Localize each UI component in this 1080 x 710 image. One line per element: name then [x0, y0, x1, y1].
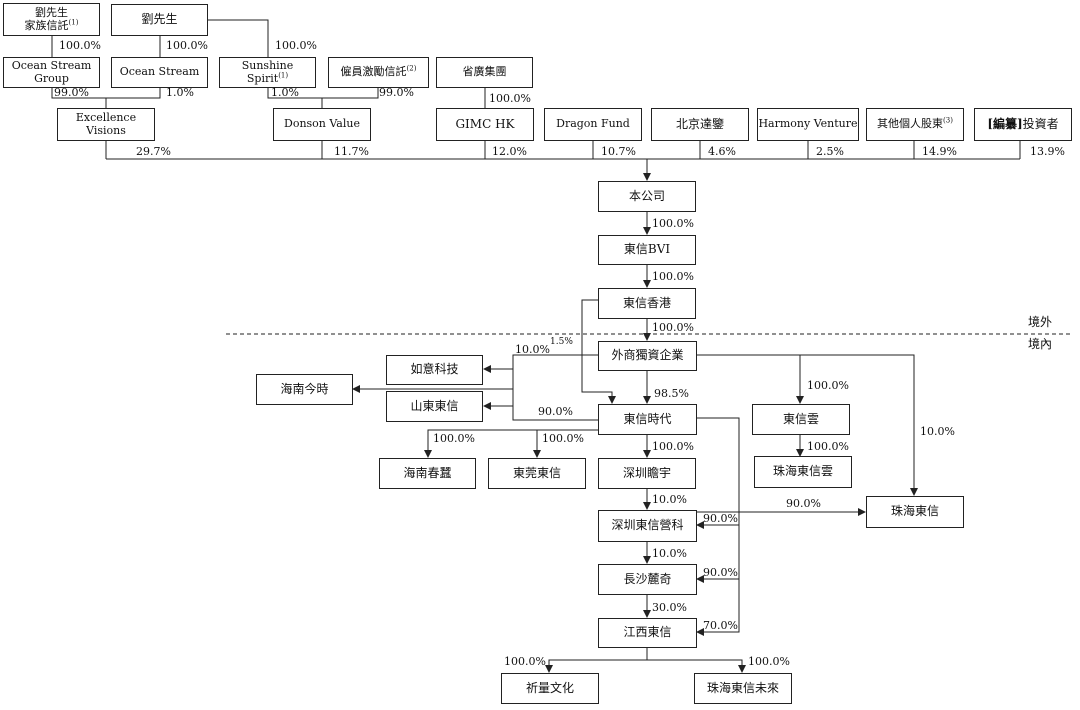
pct-times-to-liqi: 90.0%: [703, 566, 738, 579]
node-gdgc-group: 省廣集團: [436, 57, 533, 88]
node-dongguan-donson: 東莞東信: [488, 458, 586, 489]
node-harmony-venture: Harmony Venture: [757, 108, 859, 141]
pct-times-to-chuncan: 100.0%: [433, 432, 475, 445]
node-shenzhen-donson-yingke: 深圳東信營科: [598, 510, 697, 542]
pct-harmony-to-company: 2.5%: [816, 145, 844, 158]
node-donson-cloud: 東信雲: [752, 404, 850, 435]
pct-times-to-shandong: 90.0%: [538, 405, 573, 418]
pct-times-to-jiangxi: 70.0%: [703, 619, 738, 632]
pct-jiangxi-to-future: 100.0%: [748, 655, 790, 668]
node-zhuhai-donson: 珠海東信: [866, 496, 964, 528]
pct-zhanyu-to-yingke: 10.0%: [652, 493, 687, 506]
pct-hk-to-times: 1.5%: [550, 337, 573, 347]
pct-liu-to-sunshine: 100.0%: [275, 39, 317, 52]
node-shandong-donson: 山東東信: [386, 391, 483, 422]
pct-jiangxi-to-qiliang: 100.0%: [504, 655, 546, 668]
pct-bvi-to-hk: 100.0%: [652, 270, 694, 283]
node-liu-family-trust: 劉先生 家族信託(1): [3, 3, 100, 36]
node-donson-value: Donson Value: [273, 108, 371, 141]
pct-times-to-zhanyu: 100.0%: [652, 440, 694, 453]
zone-onshore-label: 境內: [1028, 337, 1053, 351]
pct-esop-to-dv: 99.0%: [379, 86, 414, 99]
pct-dv-to-company: 11.7%: [334, 145, 369, 158]
node-gimc-hk: GIMC HK: [436, 108, 534, 141]
pct-times-to-yingke: 90.0%: [703, 512, 738, 525]
node-donson-times: 東信時代: [598, 404, 697, 435]
node-changsha-liqi: 長沙麓奇: [598, 564, 697, 595]
node-jiangxi-donson: 江西東信: [598, 618, 697, 648]
node-ruyi-tech: 如意科技: [386, 355, 483, 385]
pct-investors-to-company: 13.9%: [1030, 145, 1065, 158]
pct-osg-to-ev: 99.0%: [54, 86, 89, 99]
node-beijing-dajian: 北京達鑒: [651, 108, 749, 141]
pct-ev-to-company: 29.7%: [136, 145, 171, 158]
node-ocean-stream: Ocean Stream: [111, 57, 208, 88]
pct-wfoe-to-zhuhai: 10.0%: [920, 425, 955, 438]
pct-hk-to-wfoe: 100.0%: [652, 321, 694, 334]
pct-dragon-to-company: 10.7%: [601, 145, 636, 158]
pct-gimc-to-company: 12.0%: [492, 145, 527, 158]
pct-others-to-company: 14.9%: [922, 145, 957, 158]
pct-sunshine-to-dv: 1.0%: [271, 86, 299, 99]
node-sunshine-spirit: Sunshine Spirit(1): [219, 57, 316, 88]
node-dragon-fund: Dragon Fund: [544, 108, 642, 141]
pct-yingke-to-zhuhai: 90.0%: [786, 497, 821, 510]
pct-company-to-bvi: 100.0%: [652, 217, 694, 230]
node-ocean-stream-group: Ocean Stream Group: [3, 57, 100, 88]
node-zhuhai-donson-future: 珠海東信未來: [694, 673, 792, 704]
pct-beijing-to-company: 4.6%: [708, 145, 736, 158]
node-company: 本公司: [598, 181, 696, 212]
node-redacted-investors: [編纂]投資者: [974, 108, 1072, 141]
pct-family-to-osg: 100.0%: [59, 39, 101, 52]
node-donson-hk: 東信香港: [598, 288, 696, 319]
node-esop-trust: 僱員激勵信託(2): [328, 57, 429, 88]
pct-gdgc-to-gimc: 100.0%: [489, 92, 531, 105]
pct-os-to-ev: 1.0%: [166, 86, 194, 99]
pct-wfoe-to-cloud: 100.0%: [807, 379, 849, 392]
node-wfoe: 外商獨資企業: [598, 341, 697, 371]
pct-yingke-to-liqi: 10.0%: [652, 547, 687, 560]
node-hainan-chuncan: 海南春蠶: [379, 458, 476, 489]
node-hainan-jinshi: 海南今時: [256, 374, 353, 405]
node-shenzhen-zhanyu: 深圳瞻宇: [598, 458, 696, 489]
pct-liu-to-os: 100.0%: [166, 39, 208, 52]
node-qiliang-culture: 祈量文化: [501, 673, 599, 704]
pct-wfoe-to-ruyi: 10.0%: [515, 343, 550, 356]
pct-cloud-to-zhuhai-cloud: 100.0%: [807, 440, 849, 453]
pct-wfoe-to-times: 98.5%: [654, 387, 689, 400]
node-zhuhai-donson-cloud: 珠海東信雲: [754, 456, 852, 488]
zone-offshore-label: 境外: [1028, 315, 1053, 329]
node-excellence-visions: Excellence Visions: [57, 108, 155, 141]
pct-times-to-dongguan: 100.0%: [542, 432, 584, 445]
node-donson-bvi: 東信BVI: [598, 235, 696, 265]
node-other-individuals: 其他個人股東(3): [866, 108, 964, 141]
node-mr-liu: 劉先生: [111, 4, 208, 36]
pct-liqi-to-jiangxi: 30.0%: [652, 601, 687, 614]
